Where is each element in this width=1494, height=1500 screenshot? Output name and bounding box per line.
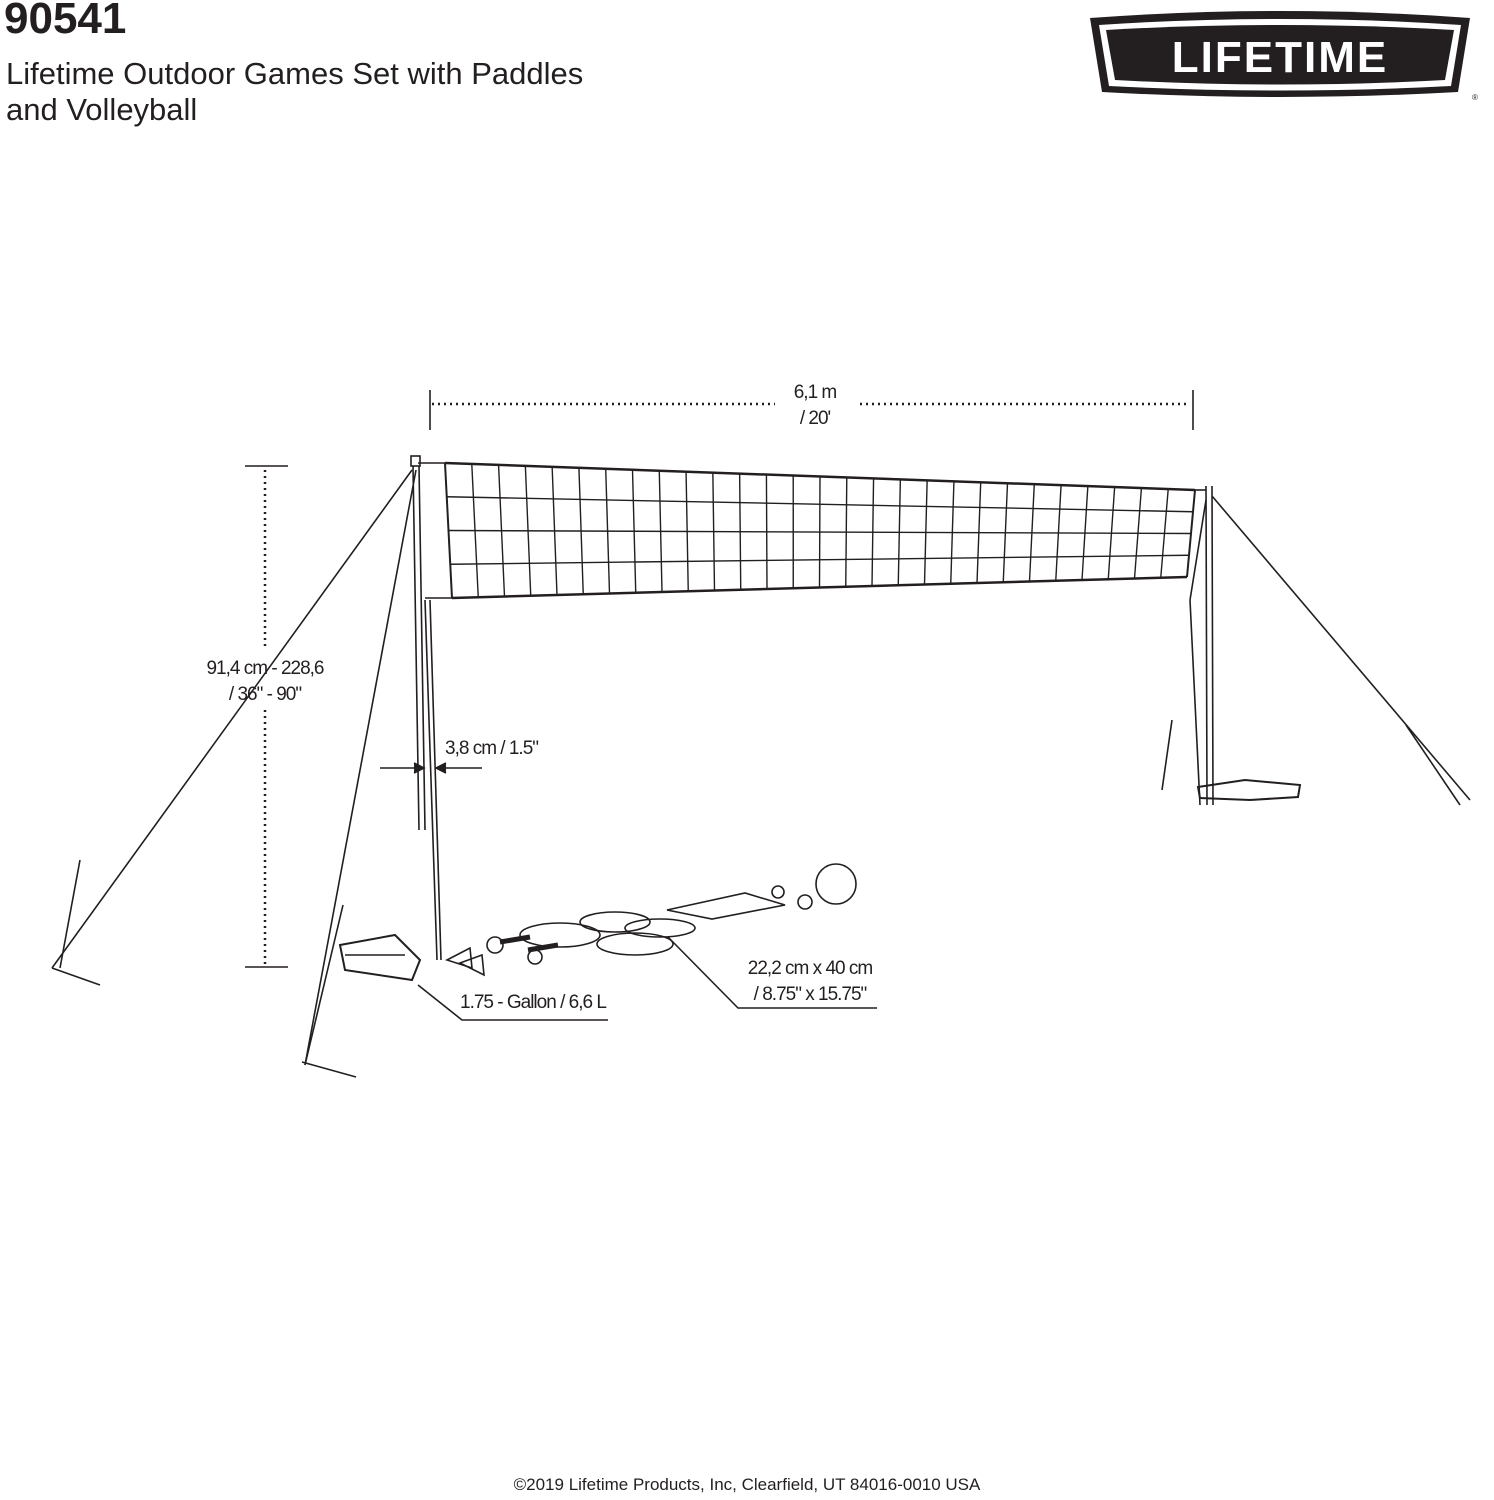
svg-text:®: ® xyxy=(1472,93,1478,100)
water-base-left xyxy=(338,933,422,982)
height-dimension-line xyxy=(245,465,288,968)
volleyball xyxy=(815,863,857,905)
lifetime-logo: LIFETIME ® xyxy=(1090,11,1478,100)
paddle-size-imperial: / 8.75" x 15.75" xyxy=(753,984,868,1005)
net-width-metric: 6,1 m xyxy=(793,382,838,403)
paddle-size-metric: 22,2 cm x 40 cm xyxy=(747,958,873,979)
paddle-size-label: 22,2 cm x 40 cm / 8.75" x 15.75" xyxy=(730,956,890,1008)
water-base-right xyxy=(1196,778,1302,802)
left-pole xyxy=(410,455,442,961)
net-horizontal-strand xyxy=(448,529,1192,535)
height-range-label: 91,4 cm - 228,6 / 36" - 90" xyxy=(175,656,355,708)
width-dimension-line xyxy=(429,390,1194,430)
base-leader-line xyxy=(417,984,608,1021)
product-title: Lifetime Outdoor Games Set with Paddles … xyxy=(6,56,584,127)
net-width-imperial: / 20' xyxy=(799,408,831,429)
court-boundary-kit xyxy=(666,885,813,920)
net-horizontal-strand xyxy=(451,575,1188,600)
paddle-leader-line xyxy=(667,936,877,1009)
guy-lines xyxy=(51,469,1471,1078)
base-capacity-label: 1.75 - Gallon / 6,6 L xyxy=(460,992,607,1013)
height-range-imperial: / 36" - 90" xyxy=(228,684,302,705)
right-pole xyxy=(1195,485,1214,806)
net-horizontal-strand xyxy=(446,496,1194,513)
net-width-label: 6,1 m / 20' xyxy=(735,380,895,432)
height-range-metric: 91,4 cm - 228,6 xyxy=(206,658,324,679)
model-number: 90541 xyxy=(4,0,127,43)
volleyball-net xyxy=(418,461,1196,600)
paddles xyxy=(499,911,696,956)
svg-text:LIFETIME: LIFETIME xyxy=(1172,33,1388,82)
pole-diameter-label: 3,8 cm / 1.5" xyxy=(445,738,539,759)
copyright-footer: ©2019 Lifetime Products, Inc, Clearfield… xyxy=(513,1475,981,1494)
net-horizontal-strand xyxy=(444,461,1196,492)
net-horizontal-strand xyxy=(450,554,1190,565)
